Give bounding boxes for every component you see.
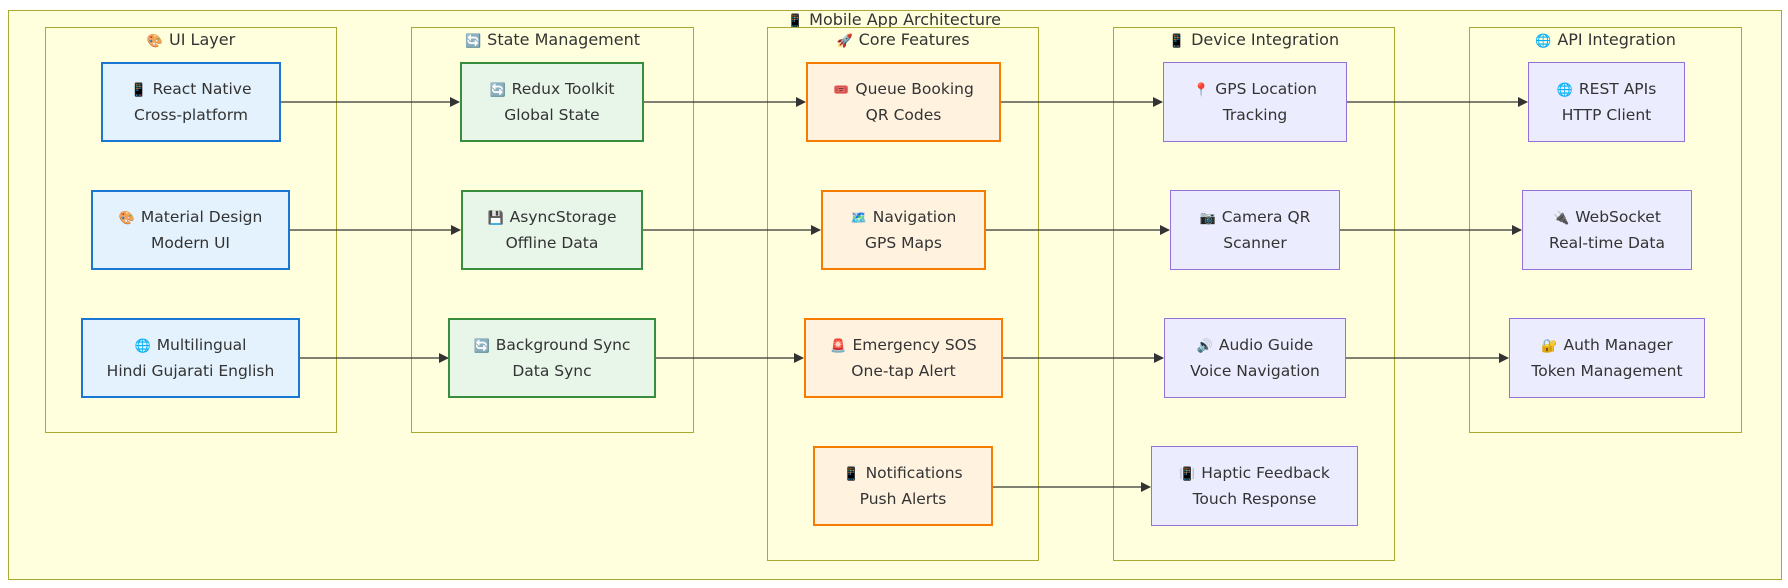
sync-icon: 🔄 (473, 339, 490, 354)
node-emergency-sos[interactable]: 🚨Emergency SOS One-tap Alert (804, 318, 1003, 398)
phone-icon: 📱 (786, 14, 804, 29)
globe-icon: 🌐 (1535, 34, 1552, 49)
sync-icon: 🔄 (489, 83, 506, 98)
camera-icon: 📷 (1199, 211, 1216, 226)
pin-icon: 📍 (1193, 83, 1210, 98)
phone-icon: 📱 (843, 467, 860, 482)
node-websocket[interactable]: 🔌WebSocket Real-time Data (1522, 190, 1692, 270)
group-label: Device Integration (1191, 30, 1340, 49)
node-asyncstorage[interactable]: 💾AsyncStorage Offline Data (461, 190, 643, 270)
globe-icon: 🌐 (1556, 83, 1573, 98)
floppy-disk-icon: 💾 (487, 211, 504, 226)
node-haptic-feedback[interactable]: 📳Haptic Feedback Touch Response (1151, 446, 1358, 526)
node-redux-toolkit[interactable]: 🔄Redux Toolkit Global State (460, 62, 644, 142)
lock-icon: 🔐 (1541, 339, 1558, 354)
node-react-native[interactable]: 📱React Native Cross-platform (101, 62, 281, 142)
plug-icon: 🔌 (1553, 211, 1570, 226)
group-label: UI Layer (169, 30, 236, 49)
siren-icon: 🚨 (830, 339, 847, 354)
node-multilingual[interactable]: 🌐Multilingual Hindi Gujarati English (81, 318, 300, 398)
rocket-icon: 🚀 (836, 34, 853, 49)
sync-icon: 🔄 (464, 34, 482, 49)
node-navigation[interactable]: 🗺️Navigation GPS Maps (821, 190, 986, 270)
speaker-icon: 🔊 (1196, 339, 1213, 354)
group-label: API Integration (1557, 30, 1676, 49)
palette-icon: 🎨 (118, 211, 135, 226)
map-icon: 🗺️ (850, 211, 867, 226)
node-queue-booking[interactable]: 🎟️Queue Booking QR Codes (806, 62, 1001, 142)
group-label: State Management (487, 30, 641, 49)
node-background-sync[interactable]: 🔄Background Sync Data Sync (448, 318, 656, 398)
node-material-design[interactable]: 🎨Material Design Modern UI (91, 190, 290, 270)
node-auth-manager[interactable]: 🔐Auth Manager Token Management (1509, 318, 1705, 398)
node-audio-guide[interactable]: 🔊Audio Guide Voice Navigation (1164, 318, 1346, 398)
vibrate-icon: 📳 (1179, 467, 1196, 482)
node-rest-apis[interactable]: 🌐REST APIs HTTP Client (1528, 62, 1685, 142)
diagram-title: 📱Mobile App Architecture (0, 10, 1788, 32)
group-label: Core Features (858, 30, 970, 49)
ticket-icon: 🎟️ (833, 83, 850, 98)
palette-icon: 🎨 (146, 34, 164, 49)
node-gps-location[interactable]: 📍GPS Location Tracking (1163, 62, 1347, 142)
node-notifications[interactable]: 📱Notifications Push Alerts (813, 446, 993, 526)
globe-icon: 🌐 (134, 339, 151, 354)
node-camera-qr[interactable]: 📷Camera QR Scanner (1170, 190, 1340, 270)
phone-icon: 📱 (1168, 34, 1186, 49)
phone-icon: 📱 (130, 83, 147, 98)
